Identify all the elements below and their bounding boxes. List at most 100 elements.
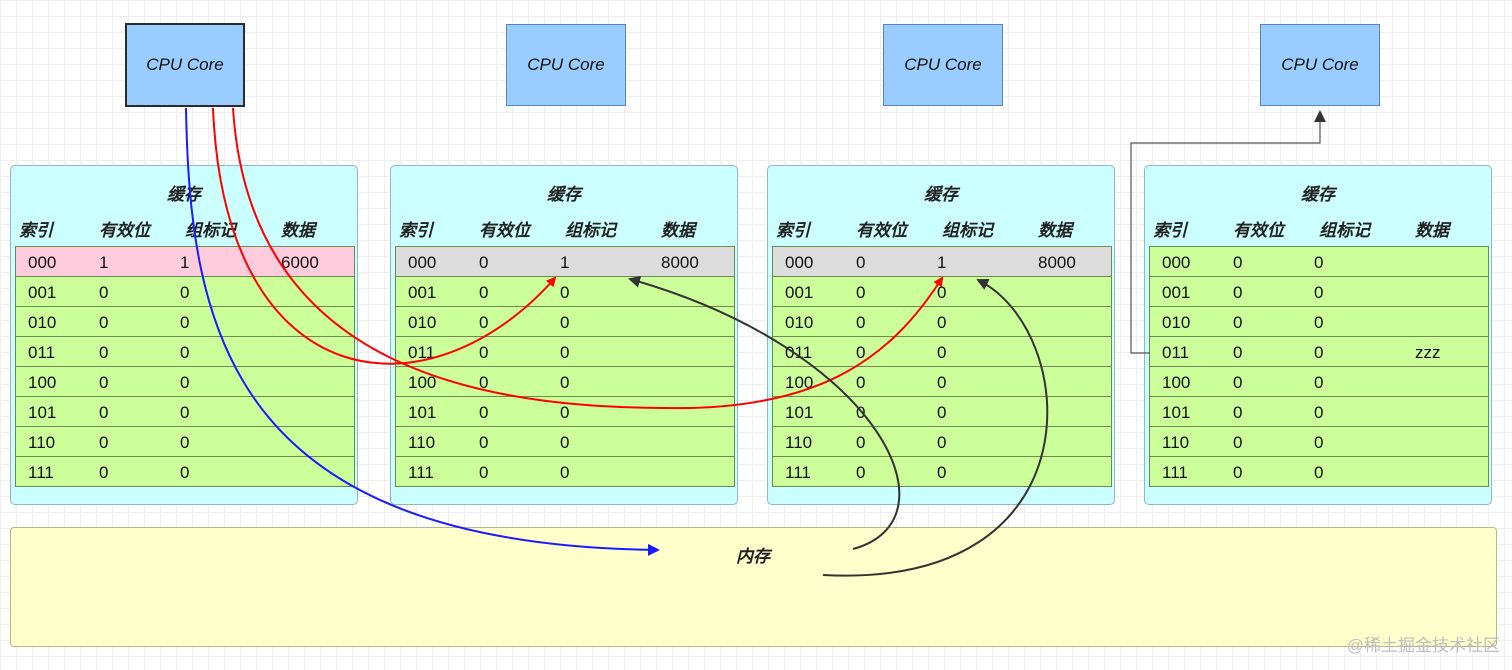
cpu-core-label: CPU Core [904, 55, 982, 74]
cell-index: 010 [28, 313, 57, 332]
watermark: @稀土掘金技术社区 [1346, 636, 1500, 655]
cell-tag: 0 [1314, 373, 1324, 392]
cell-tag: 0 [560, 313, 570, 332]
cell-valid: 0 [479, 463, 489, 482]
cell-tag: 0 [937, 463, 947, 482]
cell-valid: 0 [99, 463, 109, 482]
cell-valid: 0 [99, 373, 109, 392]
cell-tag: 0 [1314, 253, 1324, 272]
cell-data: 8000 [661, 253, 699, 272]
header-data: 数据 [661, 221, 695, 240]
table-row: 100 0 0 [772, 366, 1112, 397]
cache-title: 缓存 [547, 185, 581, 204]
header-index: 索引 [776, 221, 810, 240]
cell-index: 111 [408, 463, 434, 482]
cell-tag: 0 [560, 463, 570, 482]
header-tag: 组标记 [185, 221, 236, 240]
cell-valid: 0 [479, 373, 489, 392]
header-data: 数据 [1038, 221, 1072, 240]
cell-index: 001 [28, 283, 57, 302]
cpu-core-3: CPU Core [883, 24, 1003, 106]
cache-title: 缓存 [167, 185, 201, 204]
cell-data: 8000 [1038, 253, 1076, 272]
cell-tag: 0 [1314, 343, 1324, 362]
cell-index: 001 [785, 283, 814, 302]
cell-valid: 0 [1233, 313, 1243, 332]
cell-index: 110 [785, 433, 813, 452]
cell-index: 010 [785, 313, 814, 332]
cell-valid: 0 [479, 313, 489, 332]
header-valid: 有效位 [479, 221, 530, 240]
cell-valid: 0 [856, 343, 866, 362]
cell-valid: 0 [479, 253, 489, 272]
cell-valid: 0 [1233, 433, 1243, 452]
cell-index: 101 [785, 403, 814, 422]
memory-block: 内存 [10, 527, 1497, 647]
cell-valid: 0 [1233, 373, 1243, 392]
cell-tag: 0 [937, 283, 947, 302]
cell-index: 000 [785, 253, 814, 272]
header-index: 索引 [1153, 221, 1187, 240]
cell-valid: 0 [856, 433, 866, 452]
cell-index: 001 [1162, 283, 1191, 302]
cpu-core-4: CPU Core [1260, 24, 1380, 106]
cell-valid: 0 [856, 253, 866, 272]
cell-index: 100 [785, 373, 814, 392]
cell-tag: 0 [180, 283, 190, 302]
cell-valid: 0 [1233, 253, 1243, 272]
header-index: 索引 [19, 221, 53, 240]
header-tag: 组标记 [942, 221, 993, 240]
cell-tag: 0 [937, 343, 947, 362]
table-row: 111 0 0 [395, 456, 735, 487]
cell-tag: 0 [560, 283, 570, 302]
cell-data: 6000 [281, 253, 319, 272]
header-data: 数据 [281, 221, 315, 240]
memory-label: 内存 [736, 547, 770, 566]
cell-index: 000 [28, 253, 57, 272]
cell-index: 010 [408, 313, 437, 332]
cache-title: 缓存 [924, 185, 958, 204]
cell-index: 000 [1162, 253, 1191, 272]
cell-tag: 0 [1314, 433, 1324, 452]
cell-tag: 0 [180, 313, 190, 332]
cell-tag: 0 [937, 373, 947, 392]
cell-index: 101 [1162, 403, 1191, 422]
cell-index: 010 [1162, 313, 1191, 332]
cell-index: 011 [1162, 343, 1190, 362]
header-index: 索引 [399, 221, 433, 240]
cell-index: 111 [28, 463, 54, 482]
cell-valid: 0 [856, 373, 866, 392]
cell-valid: 0 [99, 313, 109, 332]
cell-valid: 0 [99, 283, 109, 302]
cell-tag: 0 [560, 373, 570, 392]
cell-data: zzz [1415, 343, 1441, 362]
cache-title: 缓存 [1301, 185, 1335, 204]
cpu-core-label: CPU Core [146, 55, 224, 74]
cell-tag: 0 [180, 373, 190, 392]
cell-tag: 0 [180, 433, 190, 452]
table-row: 010 0 0 [395, 306, 735, 337]
cell-valid: 0 [856, 463, 866, 482]
cell-tag: 0 [1314, 403, 1324, 422]
cell-valid: 0 [1233, 283, 1243, 302]
